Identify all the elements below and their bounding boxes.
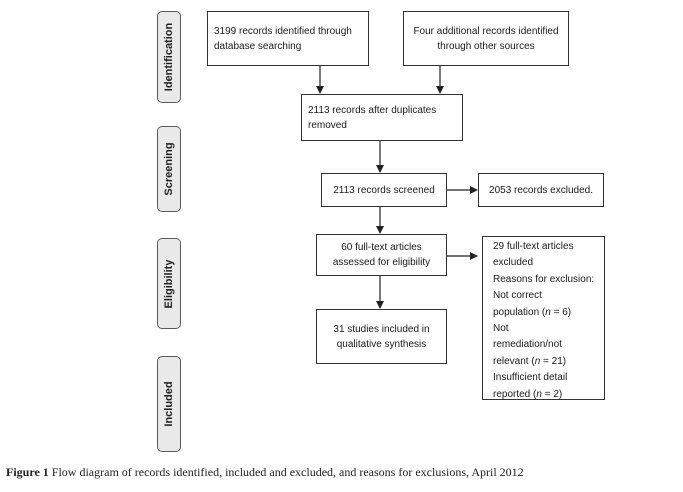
other-sources-box: Four additional records identified throu… bbox=[403, 11, 569, 66]
figure-caption-label: Figure 1 bbox=[6, 465, 49, 479]
included-studies-box: 31 studies included in qualitative synth… bbox=[316, 309, 447, 364]
included-studies-text: 31 studies included in qualitative synth… bbox=[333, 323, 430, 350]
screened-box: 2113 records screened bbox=[321, 173, 447, 207]
exclusion-line: remediation/not bbox=[493, 339, 562, 351]
exclusion-line: population (n = 6) bbox=[493, 306, 572, 318]
exclusion-line: Reasons for exclusion: bbox=[493, 273, 595, 285]
figure-caption-text: Flow diagram of records identified, incl… bbox=[48, 465, 524, 479]
exclusion-line: Not bbox=[493, 323, 509, 335]
exclusion-line: excluded bbox=[493, 257, 534, 269]
phase-screening: Screening bbox=[157, 126, 181, 212]
after-duplicates-box: 2113 records after duplicates removed bbox=[301, 94, 463, 141]
phase-eligibility: Eligibility bbox=[157, 238, 181, 329]
exclusion-line: relevant (n = 21) bbox=[493, 355, 567, 367]
other-sources-text: Four additional records identified throu… bbox=[413, 25, 559, 52]
database-search-box: 3199 records identified through database… bbox=[207, 11, 369, 66]
excluded-screening-box: 2053 records excluded. bbox=[478, 173, 604, 207]
exclusion-reasons-box: 29 full-text articles excluded Reasons f… bbox=[482, 236, 605, 400]
exclusion-line: Insufficient detail bbox=[493, 372, 568, 384]
after-duplicates-text: 2113 records after duplicates removed bbox=[308, 104, 437, 131]
exclusion-line: 29 full-text articles bbox=[493, 241, 574, 252]
figure-caption: Figure 1 Flow diagram of records identif… bbox=[6, 465, 524, 480]
full-text-text: 60 full-text articles assessed for eligi… bbox=[332, 242, 431, 268]
phase-identification: Identification bbox=[157, 11, 181, 103]
exclusion-line: Not correct bbox=[493, 290, 542, 302]
excluded-screening-text: 2053 records excluded. bbox=[489, 184, 593, 196]
exclusion-line: reported (n = 2) bbox=[493, 388, 563, 400]
phase-included: Included bbox=[157, 356, 181, 452]
full-text-box: 60 full-text articles assessed for eligi… bbox=[316, 234, 447, 276]
screened-text: 2113 records screened bbox=[333, 184, 435, 196]
database-search-text: 3199 records identified through database… bbox=[214, 25, 352, 52]
